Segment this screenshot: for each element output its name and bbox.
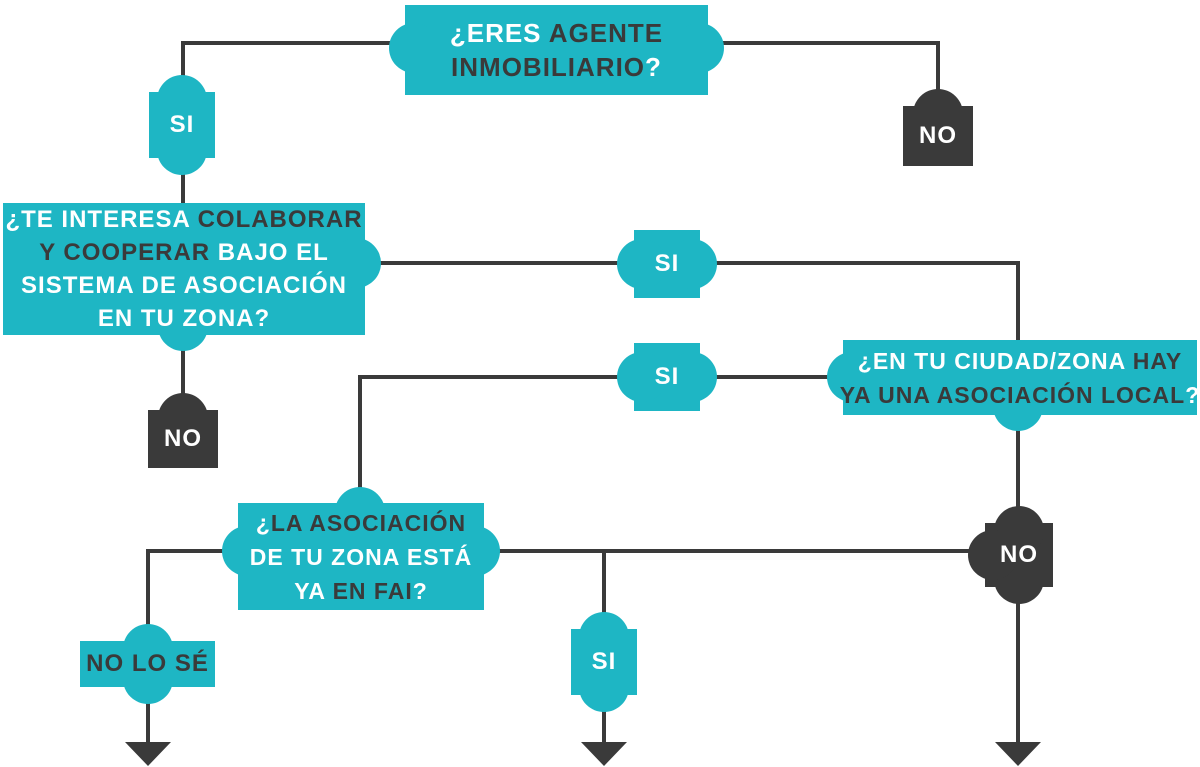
connector-line (1016, 412, 1020, 512)
node-bump (667, 352, 717, 402)
connector-line (482, 549, 987, 553)
arrowhead-down-icon (995, 742, 1041, 766)
connector-line (1016, 585, 1020, 745)
node-bump (968, 530, 1018, 580)
arrowhead-down-icon (581, 742, 627, 766)
connector-line (181, 333, 185, 413)
badge-label: NO LO SÉ (86, 650, 209, 677)
arrowhead-down-icon (125, 742, 171, 766)
badge-label: NO (1000, 541, 1038, 568)
node-bump (667, 239, 717, 289)
node-bump (158, 301, 208, 351)
connector-line (706, 41, 940, 45)
connector-line (358, 375, 845, 379)
badge-si-agente: SI (149, 75, 215, 175)
badge-no-agente: NO (903, 89, 973, 166)
connector-line (146, 549, 242, 553)
node-bump (157, 125, 207, 175)
badge-no-lo-se: NO LO SÉ (80, 624, 215, 704)
node-bump (617, 239, 667, 289)
connector-line (358, 375, 362, 505)
badge-label: SI (591, 648, 617, 675)
node-bump (158, 393, 208, 443)
node-bump (617, 352, 667, 402)
node-bump (222, 526, 272, 576)
connector-line (936, 41, 940, 113)
node-bump (331, 238, 381, 288)
connector-line (181, 41, 407, 45)
node-bump (450, 526, 500, 576)
badge-label: SI (169, 111, 195, 138)
node-bump (993, 381, 1043, 431)
node-bump (122, 654, 173, 704)
badge-label: SI (654, 363, 680, 390)
badge-label: SI (654, 250, 680, 277)
node-bump (913, 89, 963, 139)
connector-line (1016, 261, 1020, 343)
badge-label: NO (919, 122, 957, 149)
node-bump (579, 662, 629, 712)
badge-si-colaborar: SI (617, 230, 717, 298)
node-bump (389, 23, 439, 73)
badge-si-en-fai: SI (571, 612, 637, 712)
node-bump (335, 487, 385, 537)
node-bump (674, 23, 724, 73)
node-bump (827, 352, 877, 402)
badge-si-asociacion-local: SI (617, 343, 717, 411)
badge-no-asociacion-local: NO (968, 506, 1053, 604)
node-bump (579, 612, 629, 662)
badge-no-colaborar: NO (148, 393, 218, 468)
badge-label: NO (164, 425, 202, 452)
node-bump (157, 75, 207, 125)
